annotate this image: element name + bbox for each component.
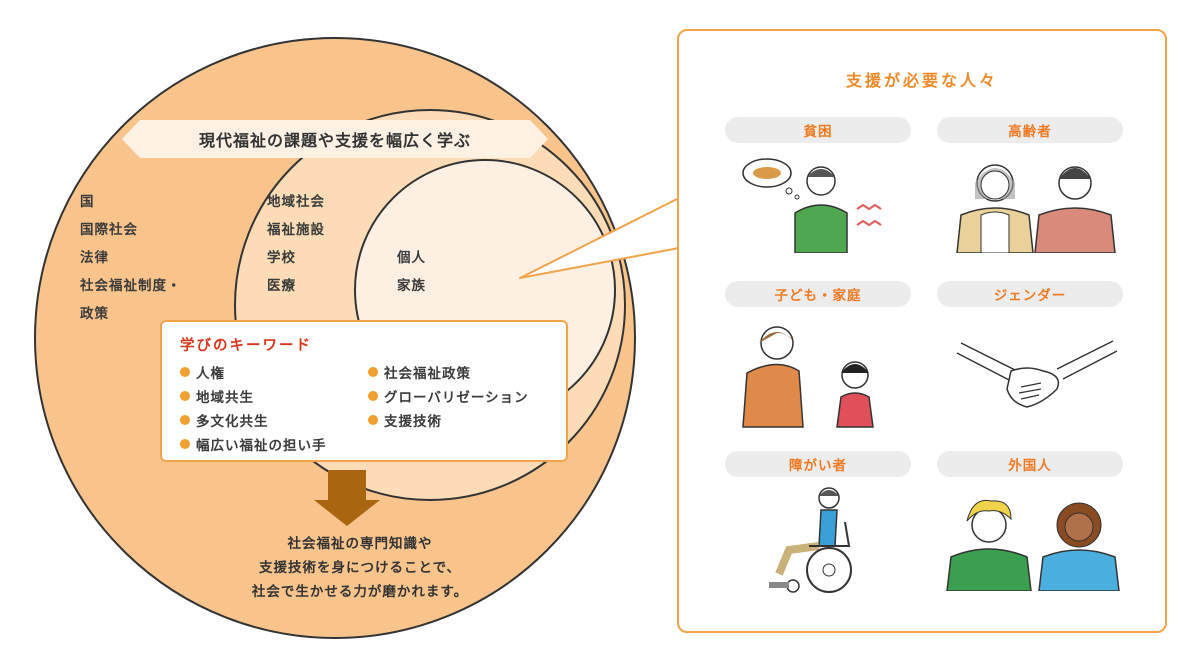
keyword-item: 幅広い福祉の担い手: [180, 434, 327, 454]
middle-ring-list: 地域社会 福祉施設 学校 医療: [267, 194, 325, 308]
support-panel: 支援が必要な人々 貧困 高齢者 子ども・家庭 ジェンダー 障がい者 外国人: [677, 29, 1167, 633]
keyword-item: 地域共生: [180, 386, 254, 406]
keyword-item: 多文化共生: [180, 410, 269, 430]
inner-item: 家族: [397, 278, 426, 294]
keyword-item: 人権: [180, 362, 225, 382]
poverty-illustration: [742, 158, 882, 253]
outer-ring-list: 国 国際社会 法律 社会福祉制度・ 政策: [80, 194, 182, 336]
outer-item: 国: [80, 194, 95, 210]
outer-item: 政策: [80, 306, 109, 322]
middle-item: 福祉施設: [267, 222, 325, 238]
keyword-item: 支援技術: [368, 410, 442, 430]
bullet-icon: [180, 367, 190, 377]
child-family-illustration: [742, 326, 874, 428]
bullet-icon: [180, 439, 190, 449]
keywords-box: 学びのキーワード 人権 地域共生 多文化共生 幅広い福祉の担い手 社会福祉政策 …: [160, 320, 568, 462]
outer-item: 法律: [80, 250, 109, 266]
middle-item: 地域社会: [267, 194, 325, 210]
foreigners-illustration: [946, 499, 1120, 591]
inner-item: 個人: [397, 250, 426, 266]
elderly-illustration: [956, 164, 1116, 253]
label-elderly: 高齢者: [937, 117, 1123, 143]
middle-item: 学校: [267, 250, 296, 266]
label-disability: 障がい者: [725, 451, 911, 477]
result-text: 社会福祉の専門知識や 支援技術を身につけることで、 社会で生かせる力が磨かれます…: [200, 532, 520, 604]
label-poverty: 貧困: [725, 117, 911, 143]
label-foreigners: 外国人: [937, 451, 1123, 477]
bullet-icon: [368, 367, 378, 377]
inner-ring-list: 個人 家族: [397, 250, 426, 308]
result-line: 社会福祉の専門知識や: [287, 536, 433, 552]
wheelchair-illustration: [769, 487, 852, 593]
bullet-icon: [368, 391, 378, 401]
label-child-family: 子ども・家庭: [725, 281, 911, 307]
banner-title: 現代福祉の課題や支援を幅広く学ぶ: [198, 131, 471, 150]
keyword-item: グローバリゼーション: [368, 386, 529, 406]
bullet-icon: [180, 415, 190, 425]
panel-title: 支援が必要な人々: [845, 71, 998, 90]
keywords-title: 学びのキーワード: [180, 338, 312, 354]
keyword-item: 社会福祉政策: [368, 362, 471, 382]
down-arrow: [314, 470, 380, 526]
bullet-icon: [368, 415, 378, 425]
banner-ribbon: [122, 120, 548, 158]
label-gender: ジェンダー: [937, 281, 1123, 307]
outer-item: 社会福祉制度・: [80, 278, 182, 294]
gender-handshake-illustration: [956, 340, 1118, 408]
bullet-icon: [180, 391, 190, 401]
outer-item: 国際社会: [80, 222, 138, 238]
middle-item: 医療: [267, 278, 296, 294]
result-line: 社会で生かせる力が磨かれます。: [251, 584, 469, 600]
result-line: 支援技術を身につけることで、: [258, 560, 462, 576]
